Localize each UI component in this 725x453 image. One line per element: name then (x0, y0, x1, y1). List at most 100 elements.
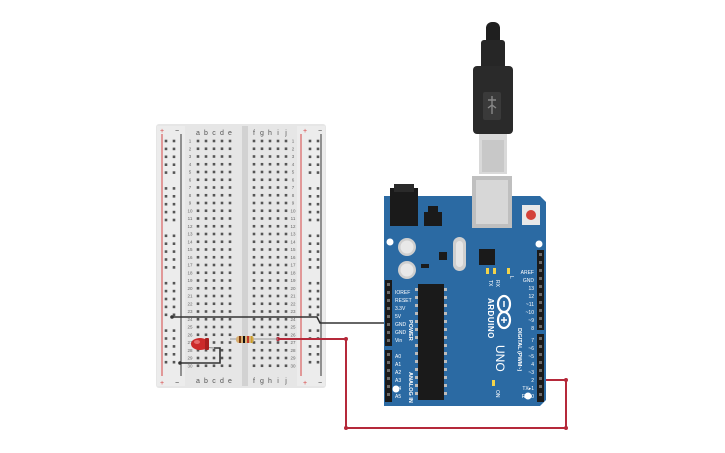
breadboard-hole[interactable] (196, 364, 200, 368)
breadboard-hole[interactable] (260, 209, 264, 213)
breadboard-hole[interactable] (228, 209, 232, 213)
wire-signal-red[interactable] (278, 338, 567, 429)
rail-hole[interactable] (164, 195, 168, 198)
breadboard-hole[interactable] (276, 286, 280, 290)
breadboard-hole[interactable] (196, 333, 200, 337)
breadboard-hole[interactable] (252, 356, 256, 360)
rail-hole[interactable] (316, 305, 320, 309)
rail-hole[interactable] (316, 202, 320, 206)
breadboard-hole[interactable] (260, 341, 264, 344)
breadboard-hole[interactable] (252, 317, 256, 321)
breadboard-hole[interactable] (260, 162, 264, 166)
breadboard-hole[interactable] (212, 364, 216, 368)
breadboard-hole[interactable] (268, 155, 272, 158)
breadboard-hole[interactable] (204, 248, 208, 251)
breadboard-hole[interactable] (196, 356, 200, 360)
breadboard-hole[interactable] (276, 248, 280, 251)
breadboard-hole[interactable] (284, 155, 288, 158)
header-pin[interactable] (387, 385, 390, 388)
breadboard-hole[interactable] (212, 232, 216, 236)
breadboard-hole[interactable] (268, 286, 272, 290)
breadboard-hole[interactable] (220, 310, 224, 313)
breadboard-hole[interactable] (196, 178, 200, 182)
breadboard-hole[interactable] (284, 170, 288, 174)
rail-hole[interactable] (308, 258, 312, 261)
rail-hole[interactable] (308, 218, 312, 222)
header-pin[interactable] (539, 253, 542, 256)
breadboard-hole[interactable] (252, 232, 256, 236)
breadboard-hole[interactable] (284, 162, 288, 166)
breadboard-hole[interactable] (196, 147, 200, 151)
breadboard-hole[interactable] (252, 139, 256, 143)
breadboard-hole[interactable] (252, 325, 256, 329)
breadboard-hole[interactable] (220, 271, 224, 275)
breadboard-hole[interactable] (260, 170, 264, 174)
rail-hole[interactable] (316, 360, 320, 364)
breadboard-hole[interactable] (252, 255, 256, 259)
header-pin[interactable] (387, 307, 390, 310)
breadboard-hole[interactable] (252, 147, 256, 151)
rail-hole[interactable] (172, 258, 176, 261)
breadboard-hole[interactable] (196, 201, 200, 205)
breadboard-hole[interactable] (260, 302, 264, 306)
breadboard-hole[interactable] (260, 147, 264, 151)
breadboard-hole[interactable] (212, 263, 216, 267)
breadboard-hole[interactable] (204, 317, 208, 321)
header-pin[interactable] (387, 361, 390, 364)
breadboard-hole[interactable] (220, 139, 224, 143)
arduino-uno-board[interactable]: TX RX L ARDUINO UNO ON POWER ANALOG IN D… (384, 176, 546, 406)
breadboard-hole[interactable] (204, 325, 208, 329)
breadboard-hole[interactable] (212, 224, 216, 228)
rail-hole[interactable] (164, 305, 168, 309)
breadboard-hole[interactable] (204, 356, 208, 360)
breadboard-hole[interactable] (276, 279, 280, 282)
breadboard-hole[interactable] (268, 279, 272, 282)
breadboard-hole[interactable] (204, 186, 208, 189)
rail-hole[interactable] (308, 266, 312, 269)
breadboard-hole[interactable] (212, 248, 216, 251)
breadboard-hole[interactable] (284, 364, 288, 368)
breadboard-hole[interactable] (260, 364, 264, 368)
breadboard-hole[interactable] (220, 325, 224, 329)
header-pin[interactable] (539, 293, 542, 296)
rail-hole[interactable] (316, 345, 320, 348)
breadboard-hole[interactable] (284, 302, 288, 306)
rail-hole[interactable] (316, 147, 320, 151)
breadboard-hole[interactable] (220, 155, 224, 158)
header-pin[interactable] (539, 369, 542, 372)
wire-led-cathode-black[interactable] (180, 347, 221, 364)
breadboard-hole[interactable] (204, 271, 208, 275)
breadboard-hole[interactable] (276, 201, 280, 205)
rail-hole[interactable] (172, 155, 176, 159)
breadboard-hole[interactable] (228, 170, 232, 174)
breadboard-hole[interactable] (228, 302, 232, 306)
rail-hole[interactable] (308, 297, 312, 301)
breadboard-hole[interactable] (196, 263, 200, 267)
rail-hole[interactable] (164, 250, 168, 253)
breadboard-hole[interactable] (268, 271, 272, 275)
breadboard-hole[interactable] (260, 317, 264, 321)
breadboard-hole[interactable] (196, 302, 200, 306)
breadboard-hole[interactable] (196, 310, 200, 313)
breadboard-hole[interactable] (276, 217, 280, 220)
breadboard-hole[interactable] (284, 294, 288, 298)
header-pin[interactable] (539, 345, 542, 348)
breadboard-hole[interactable] (212, 310, 216, 313)
breadboard-hole[interactable] (252, 201, 256, 205)
header-pin[interactable] (387, 283, 390, 286)
breadboard-hole[interactable] (260, 248, 264, 251)
header-pin[interactable] (387, 369, 390, 372)
breadboard-hole[interactable] (268, 302, 272, 306)
breadboard-hole[interactable] (228, 364, 232, 368)
header-pins[interactable] (387, 253, 542, 396)
rail-hole[interactable] (316, 250, 320, 253)
rail-hole[interactable] (308, 329, 312, 332)
header-pin[interactable] (539, 261, 542, 264)
breadboard-hole[interactable] (260, 279, 264, 282)
breadboard-hole[interactable] (212, 147, 216, 151)
breadboard-hole[interactable] (220, 240, 224, 244)
rail-hole[interactable] (172, 202, 176, 206)
breadboard-hole[interactable] (276, 155, 280, 158)
breadboard-hole[interactable] (276, 294, 280, 298)
rail-hole[interactable] (164, 187, 168, 190)
